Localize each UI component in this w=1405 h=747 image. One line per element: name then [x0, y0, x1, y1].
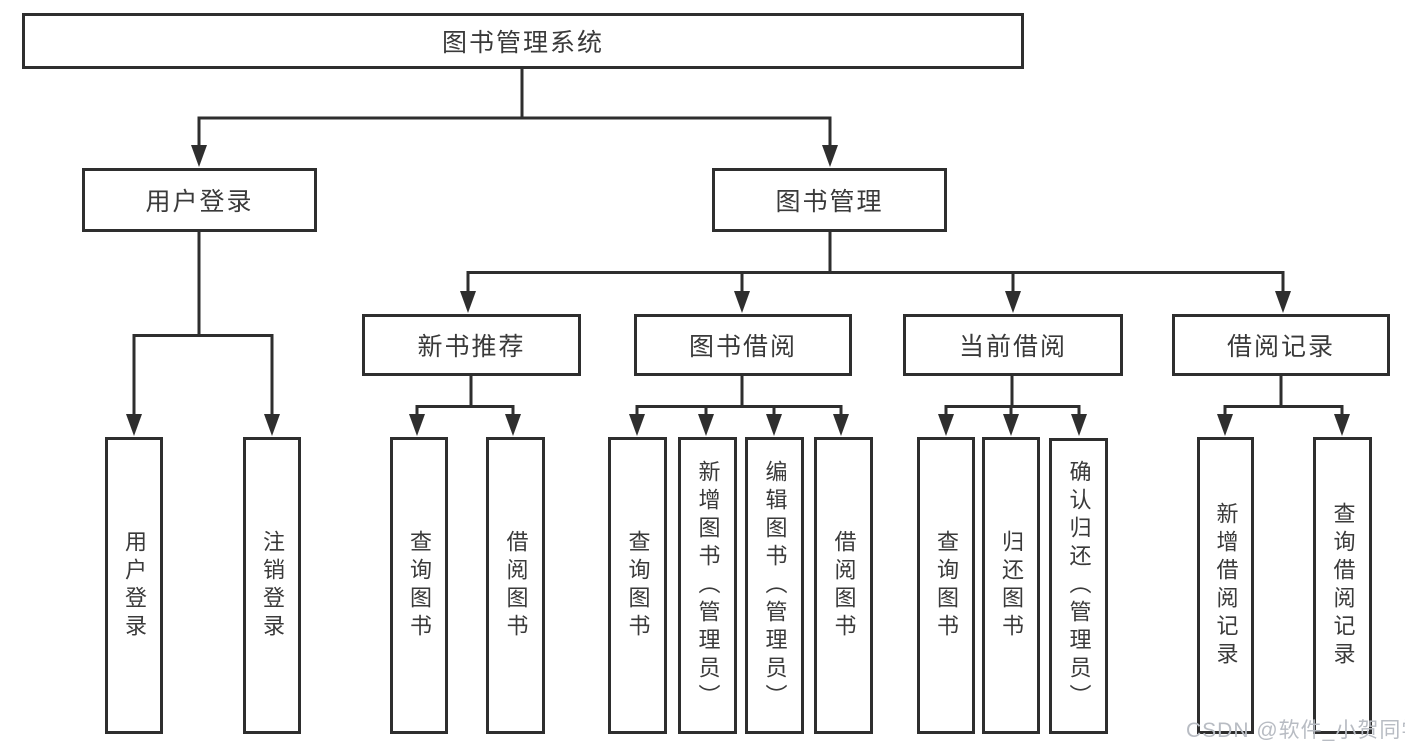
arrowheads: [126, 145, 1350, 436]
leaf-logout-login: 注销登录: [243, 437, 301, 734]
leaf-add-book-admin: 新增图书（管理员）: [678, 437, 737, 734]
node-new-book-recommend: 新书推荐: [362, 314, 581, 376]
leaf-borrow-book: 借阅图书: [814, 437, 873, 734]
leaf-return-book: 归还图书: [982, 437, 1040, 734]
leaf-query-book-recommend: 查询图书: [390, 437, 448, 734]
leaf-add-borrow-record: 新增借阅记录: [1197, 437, 1254, 734]
leaf-query-book-borrow: 查询图书: [608, 437, 667, 734]
node-user-login: 用户登录: [82, 168, 317, 232]
leaf-confirm-return-admin: 确认归还（管理员）: [1049, 438, 1108, 734]
node-current-borrow: 当前借阅: [903, 314, 1123, 376]
leaf-user-login: 用户登录: [105, 437, 163, 734]
leaf-borrow-book-recommend: 借阅图书: [486, 437, 545, 734]
csdn-watermark: CSDN @软件_小贺同学: [1186, 719, 1405, 742]
leaf-query-borrow-record: 查询借阅记录: [1313, 437, 1372, 734]
node-book-management: 图书管理: [712, 168, 947, 232]
leaf-edit-book-admin: 编辑图书（管理员）: [745, 437, 804, 734]
node-root-library-system: 图书管理系统: [22, 13, 1024, 69]
node-book-borrow: 图书借阅: [634, 314, 852, 376]
leaf-query-book-current: 查询图书: [917, 437, 975, 734]
node-borrow-record: 借阅记录: [1172, 314, 1390, 376]
